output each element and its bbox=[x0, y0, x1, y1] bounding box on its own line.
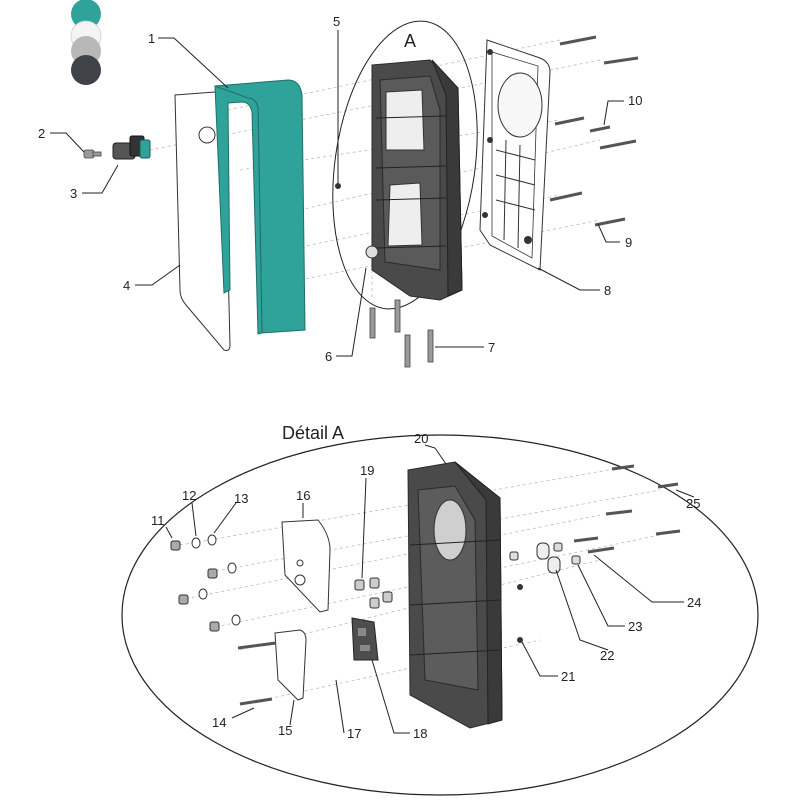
part-19-spacers bbox=[354, 577, 393, 609]
callout-24: 24 bbox=[687, 595, 701, 610]
part-3-connector bbox=[112, 135, 151, 160]
leaders-upper bbox=[50, 30, 624, 357]
callout-11: 11 bbox=[151, 513, 165, 528]
swatch-teal bbox=[71, 0, 101, 29]
callout-6: 6 bbox=[325, 349, 332, 364]
callout-4: 4 bbox=[123, 278, 130, 293]
callout-9: 9 bbox=[625, 235, 632, 250]
color-swatches bbox=[70, 0, 102, 85]
callout-19: 19 bbox=[360, 463, 374, 478]
part-15-cover-plate bbox=[274, 629, 307, 701]
callout-1: 1 bbox=[148, 31, 155, 46]
detail-a-title: Détail A bbox=[282, 423, 344, 443]
callout-13: 13 bbox=[234, 491, 248, 506]
bolts-upper bbox=[549, 35, 639, 227]
part-16-bracket bbox=[281, 519, 331, 613]
detail-a-marker bbox=[332, 20, 478, 310]
parts-21-25-hardware bbox=[237, 464, 681, 706]
callout-17: 17 bbox=[347, 726, 361, 741]
callout-23: 23 bbox=[628, 619, 642, 634]
callout-3: 3 bbox=[70, 186, 77, 201]
callout-labels: 1 2 3 4 5 6 7 8 9 10 A Détail A 11 12 13… bbox=[38, 14, 701, 741]
parts-11-12-13-fasteners bbox=[170, 534, 241, 632]
callout-22: 22 bbox=[600, 648, 614, 663]
callout-16: 16 bbox=[296, 488, 310, 503]
part-18-pcb bbox=[351, 617, 379, 661]
part-2-screw bbox=[83, 149, 102, 159]
callout-2: 2 bbox=[38, 126, 45, 141]
callout-20: 20 bbox=[414, 431, 428, 446]
callout-14: 14 bbox=[212, 715, 226, 730]
part-1-teal-cover bbox=[214, 79, 306, 335]
part-20-housing bbox=[407, 461, 503, 729]
part-8-back-frame bbox=[479, 39, 551, 271]
callout-7: 7 bbox=[488, 340, 495, 355]
callout-5: 5 bbox=[333, 14, 340, 29]
main-housing-upper bbox=[365, 59, 463, 301]
callout-25: 25 bbox=[686, 496, 700, 511]
callout-10: 10 bbox=[628, 93, 642, 108]
callout-21: 21 bbox=[561, 669, 575, 684]
callout-12: 12 bbox=[182, 488, 196, 503]
detail-a-frame bbox=[121, 434, 759, 796]
callout-18: 18 bbox=[413, 726, 427, 741]
part-5-nut bbox=[335, 183, 341, 189]
detail-a-label: A bbox=[404, 31, 416, 51]
leaders-lower bbox=[165, 444, 695, 734]
swatch-dark-grey bbox=[71, 55, 101, 85]
callout-15: 15 bbox=[278, 723, 292, 738]
callout-8: 8 bbox=[604, 283, 611, 298]
part-7-standoffs bbox=[369, 299, 434, 368]
